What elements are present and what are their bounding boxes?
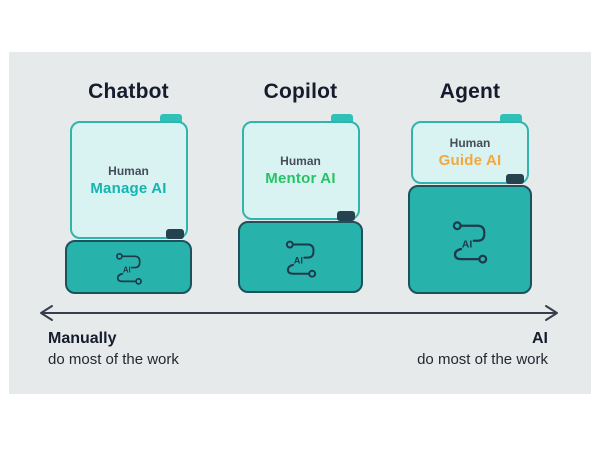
svg-text:AI: AI: [122, 266, 130, 275]
double-headed-arrow: [40, 305, 558, 321]
role-label-mentor-ai: Mentor AI: [265, 170, 336, 187]
human-label: Human: [280, 154, 321, 168]
human-box-chatbot: Human Manage AI: [69, 121, 188, 239]
axis-subtitle-right: do most of the work: [417, 350, 548, 368]
ai-route-icon: AI: [285, 240, 316, 278]
human-label: Human: [108, 163, 149, 178]
diagram-panel: Chatbot Human Manage AI AI Copilot Human…: [9, 52, 591, 394]
svg-text:AI: AI: [293, 256, 302, 266]
ai-box-agent: AI: [408, 185, 532, 294]
card-title-copilot: Copilot: [263, 80, 338, 103]
role-label-guide-ai: Guide AI: [438, 152, 502, 169]
card-title-agent: Agent: [439, 80, 501, 103]
ai-route-icon: AI: [452, 220, 488, 264]
dark-tab-decor: [337, 211, 355, 221]
human-box-agent: Human Guide AI: [411, 121, 529, 184]
dark-tab-decor: [506, 174, 524, 184]
axis-title-manually: Manually: [48, 330, 117, 347]
ai-route-icon: AI: [115, 252, 142, 285]
card-chatbot: Chatbot Human Manage AI AI: [65, 80, 192, 294]
axis-label-manual: Manually do most of the work: [48, 328, 179, 370]
ai-box-chatbot: AI: [65, 240, 192, 294]
axis-subtitle-left: do most of the work: [48, 350, 179, 368]
ai-box-copilot: AI: [238, 221, 363, 293]
card-agent: Agent Human Guide AI AI: [408, 80, 532, 294]
role-label-manage-ai: Manage AI: [90, 179, 167, 197]
human-label: Human: [449, 136, 491, 150]
svg-text:AI: AI: [462, 238, 473, 250]
axis-label-ai: AI do most of the work: [417, 328, 548, 370]
human-box-copilot: Human Mentor AI: [241, 121, 360, 220]
axis-title-ai: AI: [532, 330, 548, 347]
card-copilot: Copilot Human Mentor AI AI: [238, 80, 363, 293]
dark-tab-decor: [166, 229, 184, 239]
card-title-chatbot: Chatbot: [88, 80, 169, 103]
